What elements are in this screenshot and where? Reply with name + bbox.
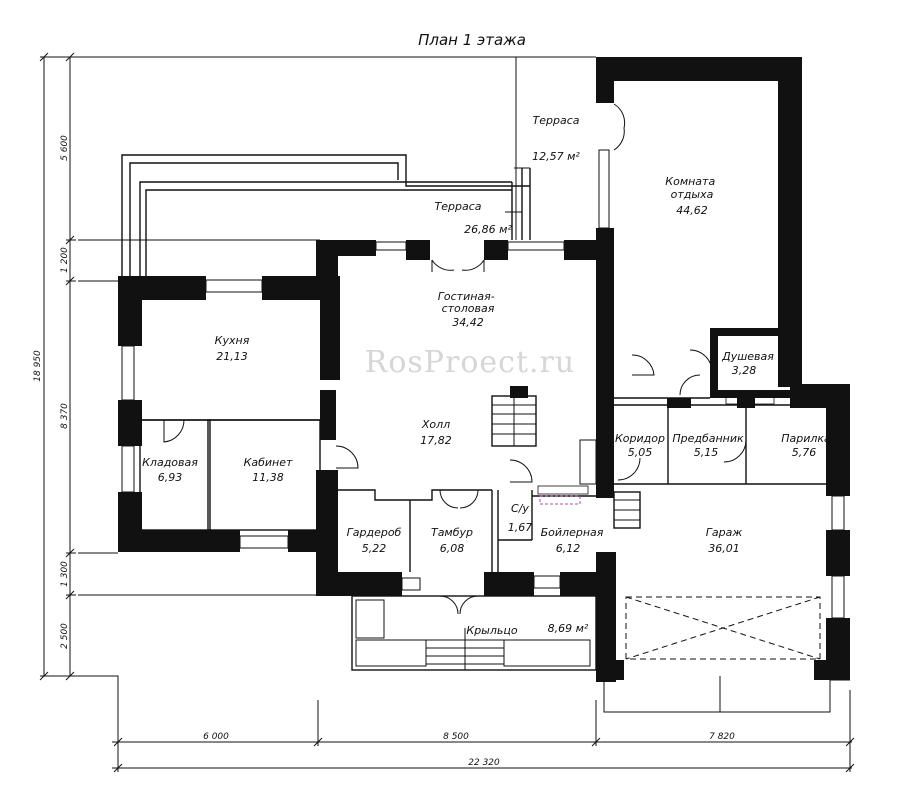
room-area-pantry: 6,93 xyxy=(158,471,183,484)
room-name-boiler: Бойлерная xyxy=(541,526,604,539)
room-area-predbannik: 5,15 xyxy=(694,446,719,459)
terrace-main-outline xyxy=(121,154,531,276)
dim-bottom-2: 8 500 xyxy=(443,732,469,742)
room-area-wardrobe: 5,22 xyxy=(362,542,387,555)
room-area-kitchen: 21,13 xyxy=(216,350,248,363)
room-name-corridor: Коридор xyxy=(615,432,665,445)
partitions xyxy=(139,397,826,572)
room-area-wc: 1,67 xyxy=(508,521,533,534)
dim-left-1: 5 600 xyxy=(60,135,70,161)
room-area-office: 11,38 xyxy=(252,471,284,484)
room-labels: Терраса 12,57 м² Комната отдыха 44,62 Те… xyxy=(142,114,831,637)
plan-title: План 1 этажа xyxy=(418,31,526,49)
dim-left-total: 18 950 xyxy=(33,350,43,382)
watermark: RosProect.ru xyxy=(365,345,575,380)
room-area-shower: 3,28 xyxy=(732,364,757,377)
room-area-terrace-top: 12,57 м² xyxy=(532,150,580,163)
dimension-labels: 18 950 5 600 1 200 8 370 1 300 2 500 6 0… xyxy=(33,135,735,768)
room-name-wardrobe: Гардероб xyxy=(347,526,402,539)
room-area-boiler: 6,12 xyxy=(556,542,581,555)
room-area-garage: 36,01 xyxy=(708,542,740,555)
room-area-porch: 8,69 м² xyxy=(548,622,589,635)
room-area-rest-room: 44,62 xyxy=(676,204,708,217)
room-area-terrace-main: 26,86 м² xyxy=(464,223,512,236)
room-name-terrace-main: Терраса xyxy=(435,200,482,213)
room-name-sauna: Парилка xyxy=(781,432,831,445)
room-name-living-line2: столовая xyxy=(442,302,495,315)
room-area-sauna: 5,76 xyxy=(792,446,817,459)
room-area-vestibule: 6,08 xyxy=(440,542,465,555)
room-name-porch: Крыльцо xyxy=(466,624,517,637)
windows xyxy=(121,149,845,619)
dim-left-4: 1 300 xyxy=(60,561,70,587)
dim-left-2: 1 200 xyxy=(60,247,70,273)
room-name-hall: Холл xyxy=(421,418,450,431)
dim-bottom-1: 6 000 xyxy=(203,732,229,742)
room-name-garage: Гараж xyxy=(706,526,743,539)
room-name-vestibule: Тамбур xyxy=(431,526,473,539)
walls xyxy=(118,57,850,682)
dim-bottom-total: 22 320 xyxy=(468,758,500,768)
room-name-kitchen: Кухня xyxy=(215,334,250,347)
room-name-terrace-top: Терраса xyxy=(533,114,580,127)
room-name-living: Гостиная- столовая xyxy=(438,290,498,315)
room-name-living-line1: Гостиная- xyxy=(438,290,495,303)
dim-left-3: 8 370 xyxy=(60,403,70,429)
dim-left-5: 2 500 xyxy=(60,623,70,649)
room-name-predbannik: Предбанник xyxy=(672,432,744,445)
room-name-wc: С/у xyxy=(511,502,529,515)
room-area-living: 34,42 xyxy=(452,316,484,329)
room-name-office: Кабинет xyxy=(244,456,293,469)
kitchen-fixtures xyxy=(325,299,775,505)
dim-bottom-3: 7 820 xyxy=(709,732,735,742)
stairs xyxy=(491,386,641,529)
dimension-lines xyxy=(39,52,855,773)
garage-door xyxy=(625,596,821,660)
doors xyxy=(163,103,747,615)
room-name-pantry: Кладовая xyxy=(142,456,198,469)
room-name-rest-room-line2: отдыха xyxy=(671,188,714,201)
room-name-rest-room: Комната отдыха xyxy=(665,175,718,201)
room-name-shower: Душевая xyxy=(721,350,774,363)
room-area-corridor: 5,05 xyxy=(628,446,653,459)
room-area-hall: 17,82 xyxy=(420,434,452,447)
porch xyxy=(351,595,597,671)
site-outline xyxy=(78,56,850,725)
room-name-rest-room-line1: Комната xyxy=(665,175,715,188)
